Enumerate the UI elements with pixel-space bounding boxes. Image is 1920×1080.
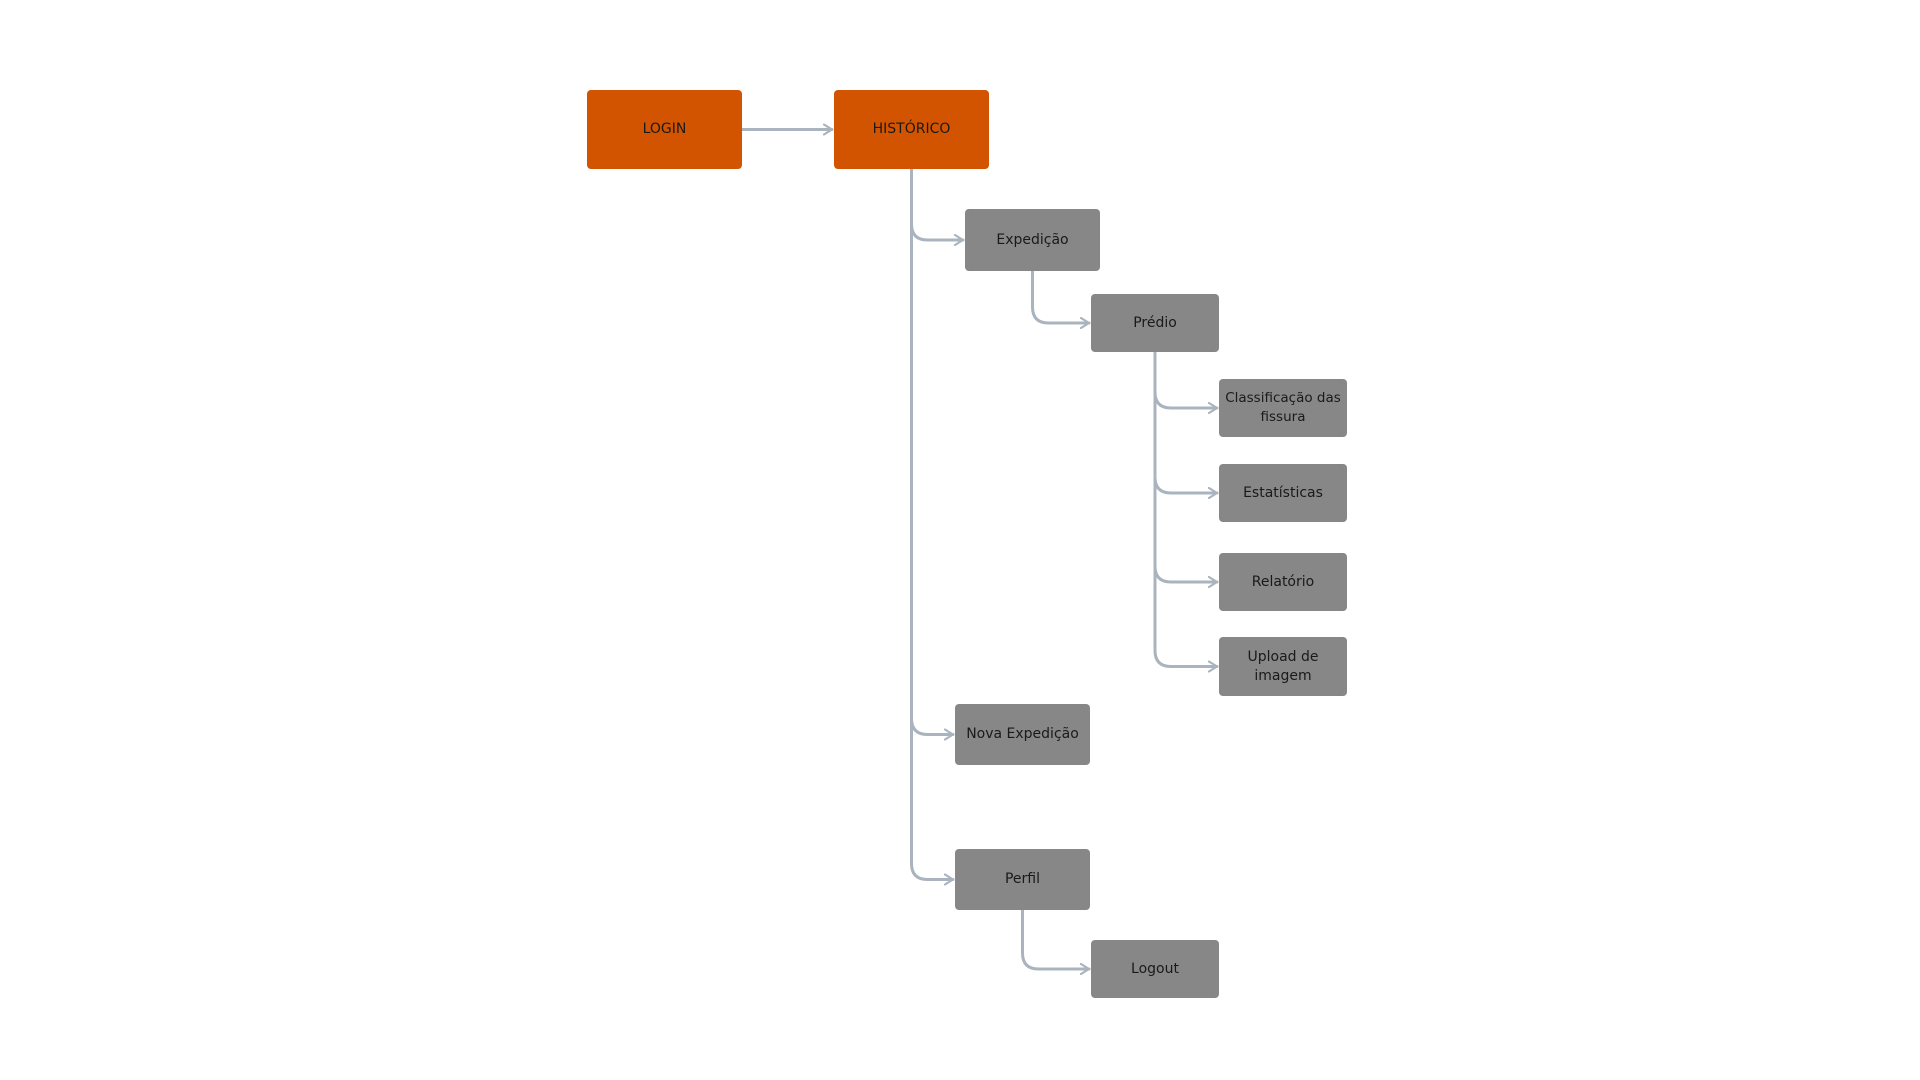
node-nova-expedicao[interactable]: Nova Expedição	[955, 704, 1090, 765]
node-estatisticas-label: Estatísticas	[1243, 484, 1323, 501]
connector-expedicao-to-predio	[1031, 269, 1091, 323]
connector-historico-to-perfil	[910, 167, 955, 880]
connector-predio-to-relatorio	[1153, 350, 1219, 582]
node-logout[interactable]: Logout	[1091, 940, 1219, 998]
node-predio-label: Prédio	[1133, 314, 1177, 331]
edge-group	[740, 130, 1219, 970]
node-login-label: LOGIN	[642, 121, 687, 137]
node-upload-imagem-label: Upload de imagem	[1247, 648, 1319, 684]
connector-historico-to-nova_expedicao	[910, 167, 955, 735]
connector-perfil-to-logout	[1021, 908, 1091, 969]
node-classificacao-label: Classificação das fissura	[1225, 390, 1341, 425]
node-expedicao[interactable]: Expedição	[965, 209, 1100, 271]
node-upload-imagem[interactable]: Upload de imagem	[1219, 637, 1347, 696]
connector-predio-to-classificacao	[1153, 350, 1219, 408]
node-historico[interactable]: HISTÓRICO	[834, 90, 989, 169]
node-expedicao-label: Expedição	[996, 231, 1069, 248]
node-login[interactable]: LOGIN	[587, 90, 742, 169]
connector-historico-to-expedicao	[910, 167, 965, 240]
node-predio[interactable]: Prédio	[1091, 294, 1219, 352]
node-nova-expedicao-label: Nova Expedição	[966, 726, 1079, 742]
node-estatisticas[interactable]: Estatísticas	[1219, 464, 1347, 522]
connector-predio-to-upload	[1153, 350, 1219, 667]
node-historico-label: HISTÓRICO	[872, 121, 951, 137]
node-perfil[interactable]: Perfil	[955, 849, 1090, 910]
node-relatorio[interactable]: Relatório	[1219, 553, 1347, 611]
node-logout-label: Logout	[1131, 960, 1179, 977]
node-relatorio-label: Relatório	[1251, 573, 1315, 590]
node-perfil-label: Perfil	[1004, 871, 1041, 887]
node-classificacao[interactable]: Classificação das fissura	[1219, 379, 1347, 437]
connector-predio-to-estatisticas	[1153, 350, 1219, 493]
